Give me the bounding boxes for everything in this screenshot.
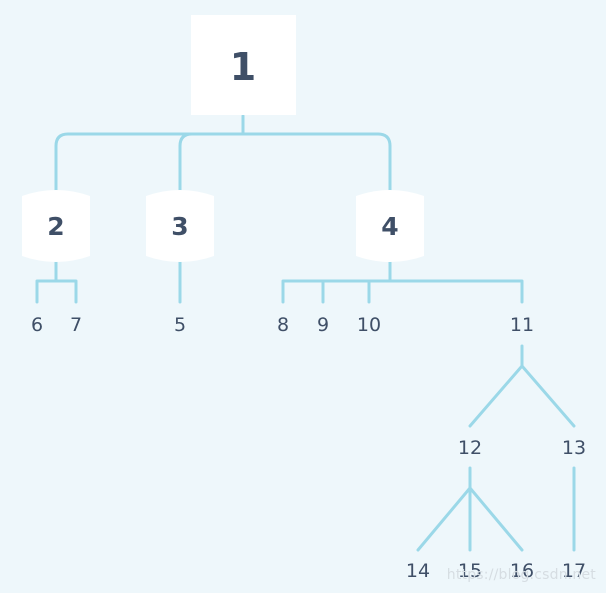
edge-1-4 xyxy=(241,132,392,192)
node-3-label: 3 xyxy=(171,212,188,241)
edge-1-2 xyxy=(54,132,245,192)
node-1: 1 xyxy=(191,15,296,115)
node-16-label: 16 xyxy=(510,560,534,582)
node-6-label: 6 xyxy=(31,314,43,336)
node-3: 3 xyxy=(146,190,214,262)
node-17-label: 17 xyxy=(562,560,586,582)
node-15-label: 15 xyxy=(458,560,482,582)
node-2-label: 2 xyxy=(47,212,64,241)
node-8-label: 8 xyxy=(277,314,289,336)
node-11-label: 11 xyxy=(510,314,534,336)
edge-12-children xyxy=(416,466,524,552)
edge-1-3 xyxy=(178,132,245,192)
node-5-label: 5 xyxy=(174,314,186,336)
node-4: 4 xyxy=(356,190,424,262)
edge-4-children xyxy=(281,260,524,304)
node-13-label: 13 xyxy=(562,437,586,459)
edge-11-12-13 xyxy=(468,344,576,428)
node-2: 2 xyxy=(22,190,90,262)
node-12-label: 12 xyxy=(458,437,482,459)
node-9-label: 9 xyxy=(317,314,329,336)
edge-2-6-7 xyxy=(35,260,78,304)
node-4-label: 4 xyxy=(381,212,398,241)
node-7-label: 7 xyxy=(70,314,82,336)
node-14-label: 14 xyxy=(406,560,430,582)
node-10-label: 10 xyxy=(357,314,381,336)
node-1-label: 1 xyxy=(230,45,256,89)
edges xyxy=(35,114,576,552)
watermark-text: https://blog.csdn.net xyxy=(446,567,596,583)
